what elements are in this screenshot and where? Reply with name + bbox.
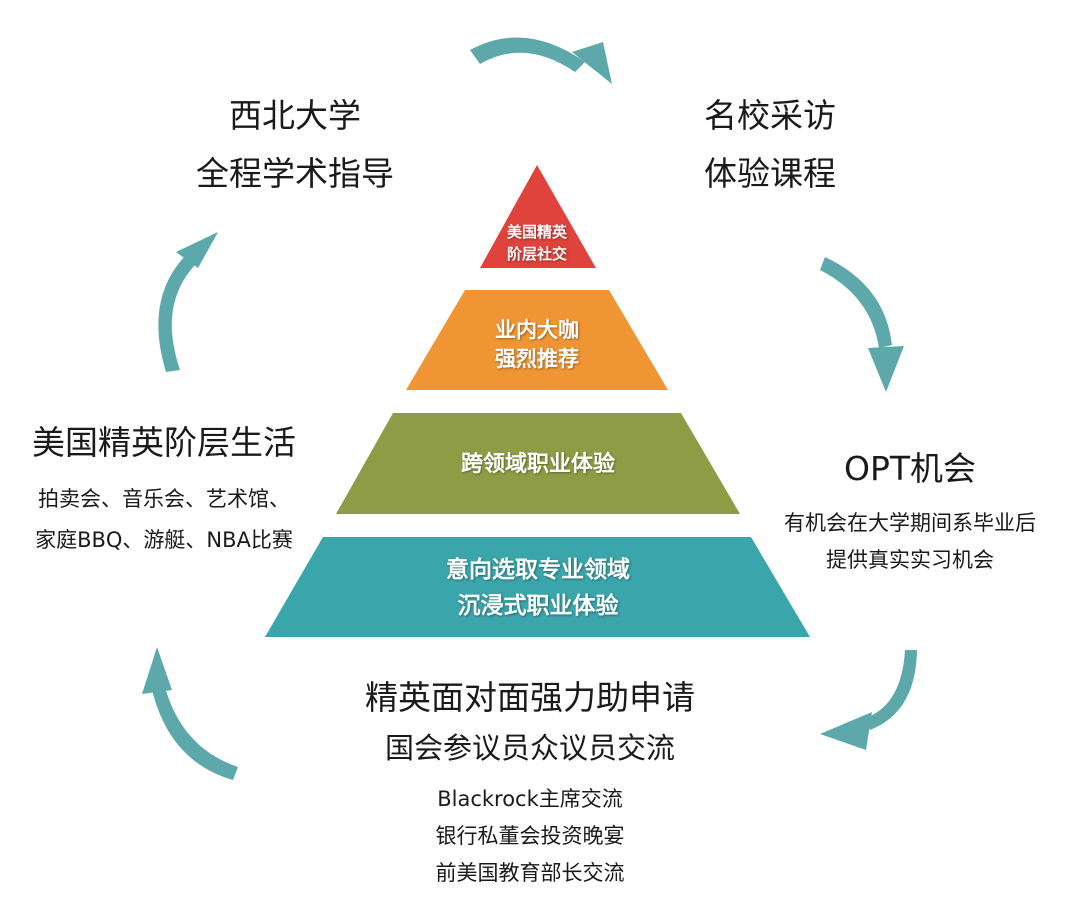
bottom-item-1: Blackrock主席交流 <box>437 787 623 811</box>
cycle-arrow-upper-left <box>158 232 218 372</box>
tier4-label-line2: 沉浸式职业体验 <box>457 593 619 619</box>
bottom-line1: 精英面对面强力助申请 <box>365 678 695 717</box>
bottom-item-3: 前美国教育部长交流 <box>435 861 625 885</box>
top-right-line1: 名校采访 <box>704 96 836 135</box>
tier4-label-line1: 意向选取专业领域 <box>446 557 630 583</box>
pyramid-tier-4 <box>265 537 810 637</box>
bottom-line2: 国会参议员众议员交流 <box>384 731 675 765</box>
left-sub1: 拍卖会、音乐会、艺术馆、 <box>38 487 290 511</box>
pyramid-tier-1 <box>480 165 596 268</box>
left-title: 美国精英阶层生活 <box>32 423 296 462</box>
cycle-arrow-lower-right <box>820 650 917 750</box>
cycle-arrow-top <box>470 37 612 84</box>
top-left-line1: 西北大学 <box>229 96 361 135</box>
bottom-item-2: 银行私董会投资晚宴 <box>435 824 625 848</box>
left-sub2: 家庭BBQ、游艇、NBA比赛 <box>35 528 293 552</box>
tier1-label-line1: 美国精英 <box>506 223 567 241</box>
tier2-label-line2: 强烈推荐 <box>495 347 579 371</box>
pyramid-tier-3 <box>336 413 740 514</box>
tier3-label: 跨领域职业体验 <box>460 452 615 477</box>
cycle-arrow-upper-right <box>820 257 904 392</box>
right-title: OPT机会 <box>843 449 977 488</box>
top-right-line2: 体验课程 <box>704 154 836 193</box>
tier2-label-line1: 业内大咖 <box>495 318 579 342</box>
right-sub1: 有机会在大学期间系毕业后 <box>784 511 1036 535</box>
pyramid-tier-2 <box>406 290 668 390</box>
right-sub2: 提供真实实习机会 <box>826 548 994 572</box>
tier1-label-line2: 阶层社交 <box>506 245 567 263</box>
cycle-arrow-lower-left <box>142 647 238 780</box>
top-left-line2: 全程学术指导 <box>196 154 394 193</box>
